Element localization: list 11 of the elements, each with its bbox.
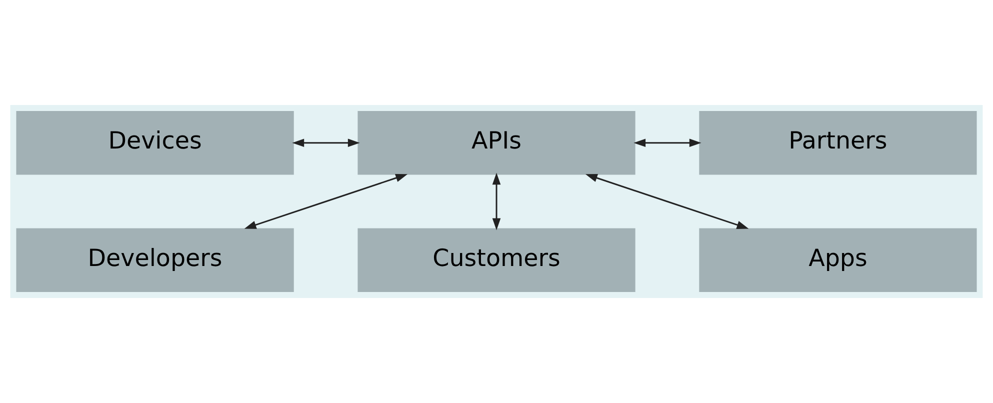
arrow <box>585 174 749 229</box>
node-box: APIs <box>358 110 636 175</box>
arrow <box>492 172 501 230</box>
node-box: Apps <box>699 228 977 292</box>
arrow <box>244 174 408 229</box>
node-box: Customers <box>358 228 636 292</box>
node-box: Developers <box>16 228 294 292</box>
node-box: Devices <box>16 110 294 175</box>
node-box: Partners <box>699 110 977 175</box>
arrow <box>634 138 702 148</box>
arrow <box>292 138 360 148</box>
